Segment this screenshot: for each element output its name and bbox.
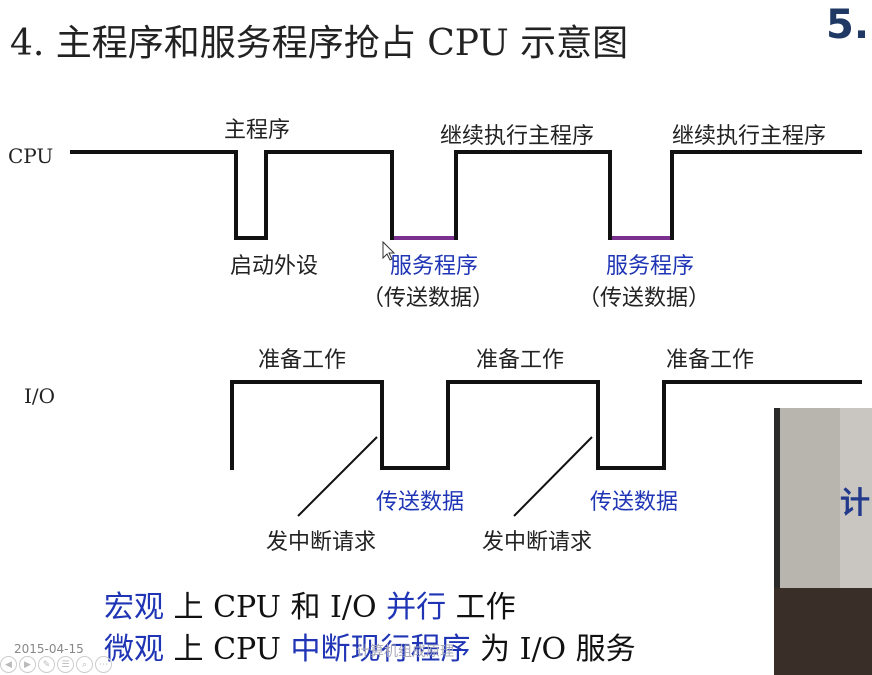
macro-mid: 上 CPU 和 I/O <box>164 590 387 625</box>
service-note-label-2: （传送数据） <box>578 286 711 311</box>
parallel-word: 并行 <box>386 590 447 625</box>
interrupt-request-label-2: 发中断请求 <box>482 530 593 555</box>
video-sign: 计 <box>840 486 870 521</box>
micro-suffix: 为 I/O 服务 <box>470 632 636 667</box>
continue-main-label-2: 继续执行主程序 <box>672 124 827 149</box>
slide-toolbar: ◀ ▶ ✎ ☰ ⌕ ⋯ <box>0 656 112 675</box>
micro-mid: 上 CPU <box>164 632 291 667</box>
cpu-row-label: CPU <box>8 144 54 168</box>
transfer-label-2: 传送数据 <box>590 490 679 515</box>
summary-line-macro: 宏观 上 CPU 和 I/O 并行 工作 <box>104 582 516 626</box>
interrupt-request-label-1: 发中断请求 <box>266 530 377 555</box>
service-program-label-1: 服务程序 <box>390 254 479 279</box>
interrupt-program-word: 中断现行程序 <box>290 632 471 667</box>
start-device-label: 启动外设 <box>230 254 319 279</box>
continue-main-label-1: 继续执行主程序 <box>440 124 595 149</box>
interrupt-line-1 <box>297 436 378 517</box>
micro-word: 微观 <box>104 632 164 667</box>
pen-icon[interactable]: ✎ <box>38 656 55 673</box>
io-waveform <box>230 380 862 470</box>
slide-number: 5. <box>826 2 870 48</box>
cpu-waveform <box>70 150 862 240</box>
prepare-label-2: 准备工作 <box>476 348 565 373</box>
macro-suffix: 工作 <box>446 590 516 625</box>
transfer-label-1: 传送数据 <box>376 490 465 515</box>
slide-title: 4. 主程序和服务程序抢占 CPU 示意图 <box>10 23 629 64</box>
service-program-label-2: 服务程序 <box>606 254 695 279</box>
macro-word: 宏观 <box>104 590 164 625</box>
service-note-label-1: （传送数据） <box>362 286 495 311</box>
prepare-label-3: 准备工作 <box>666 348 755 373</box>
summary-line-micro: 微观 上 CPU 中断现行程序 为 I/O 服务 <box>104 624 636 668</box>
footer-course: 计算机组成原理 <box>356 644 454 660</box>
mouse-cursor-icon <box>382 240 396 261</box>
video-wall-shade <box>780 408 840 588</box>
io-row-label: I/O <box>24 384 56 408</box>
zoom-icon[interactable]: ⌕ <box>76 656 93 673</box>
next-icon[interactable]: ▶ <box>19 656 36 673</box>
lecturer-video: 计 <box>774 408 872 675</box>
interrupt-line-2 <box>513 436 593 517</box>
video-floor <box>774 588 872 675</box>
prev-icon[interactable]: ◀ <box>0 656 17 673</box>
menu-icon[interactable]: ☰ <box>57 656 74 673</box>
prepare-label-1: 准备工作 <box>258 348 347 373</box>
footer-date: 2015-04-15 <box>14 642 84 656</box>
more-icon[interactable]: ⋯ <box>95 656 112 673</box>
main-program-label: 主程序 <box>224 118 291 143</box>
